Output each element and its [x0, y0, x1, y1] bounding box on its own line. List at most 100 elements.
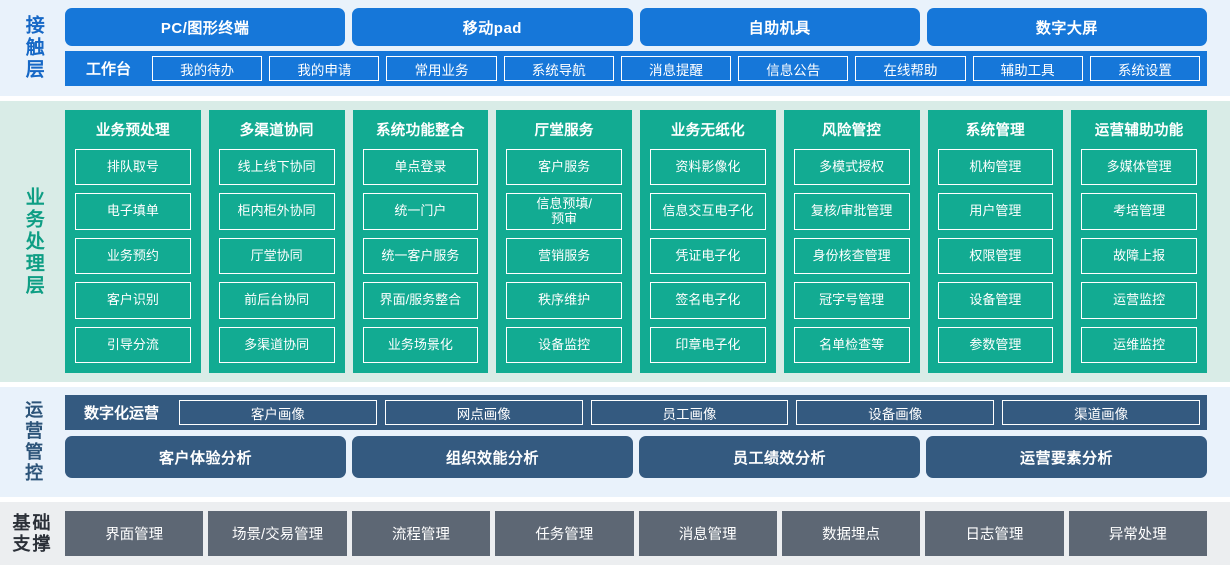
- digital-ops-title: 数字化运营: [84, 405, 160, 422]
- base-item-ui-mgmt[interactable]: 界面管理: [65, 511, 204, 556]
- biz-item-permission-mgmt[interactable]: 权限管理: [937, 237, 1054, 275]
- base-layer-band: 基础 支撑 界面管理 场景/交易管理 流程管理 任务管理 消息管理 数据埋点 日…: [0, 502, 1230, 565]
- business-layer-band: 业务处理层 业务预处理 排队取号 电子填单 业务预约 客户识别 引导分流 多渠道…: [0, 101, 1230, 382]
- business-column-lobby-service: 厅堂服务 客户服务 信息预填/ 预审 营销服务 秩序维护 设备监控: [496, 110, 632, 373]
- base-item-message-mgmt[interactable]: 消息管理: [638, 511, 777, 556]
- base-layer-label-text: 基础 支撑: [13, 513, 53, 554]
- biz-item-counter-inout-collab[interactable]: 柜内柜外协同: [218, 193, 335, 230]
- biz-item-multimedia-mgmt[interactable]: 多媒体管理: [1081, 149, 1197, 186]
- business-column-multichannel: 多渠道协同 线上线下协同 柜内柜外协同 厅堂协同 前后台协同 多渠道协同: [208, 110, 345, 373]
- business-column-items: 多模式授权 复核/审批管理 身份核查管理 冠字号管理 名单检查等: [793, 149, 910, 364]
- business-column-title: 业务预处理: [95, 123, 170, 139]
- biz-item-e-form[interactable]: 电子填单: [75, 193, 191, 230]
- analysis-ops-elements[interactable]: 运营要素分析: [926, 436, 1207, 478]
- analysis-row: 客户体验分析 组织效能分析 员工绩效分析 运营要素分析: [65, 436, 1207, 478]
- digital-ops-row: 数字化运营 客户画像 网点画像 员工画像 设备画像 渠道画像: [65, 395, 1207, 430]
- base-item-log-mgmt[interactable]: 日志管理: [925, 511, 1064, 556]
- base-item-process-mgmt[interactable]: 流程管理: [351, 511, 491, 556]
- workbench-item-announcement[interactable]: 信息公告: [738, 56, 849, 81]
- business-column-title: 风险管控: [822, 123, 882, 139]
- business-layer-label: 业务处理层: [0, 110, 65, 373]
- contact-layer-band: 接触层 PC/图形终端 移动pad 自助机具 数字大屏 工作台 我的待办 我的申…: [0, 0, 1230, 96]
- biz-item-queue-ticket[interactable]: 排队取号: [75, 149, 191, 186]
- biz-item-info-prefill-prereview[interactable]: 信息预填/ 预审: [506, 193, 622, 230]
- biz-item-device-mgmt[interactable]: 设备管理: [937, 282, 1054, 319]
- biz-item-org-mgmt[interactable]: 机构管理: [937, 149, 1054, 186]
- biz-item-operation-monitoring[interactable]: 运营监控: [1081, 282, 1197, 319]
- biz-item-info-exchange-digital[interactable]: 信息交互电子化: [650, 193, 766, 230]
- workbench-item-aux-tools[interactable]: 辅助工具: [972, 56, 1083, 81]
- biz-item-watchlist-check[interactable]: 名单检查等: [793, 326, 910, 364]
- business-column-title: 业务无纸化: [670, 123, 745, 139]
- biz-item-seal-digital[interactable]: 印章电子化: [650, 326, 766, 364]
- biz-item-parameter-mgmt[interactable]: 参数管理: [937, 326, 1054, 364]
- biz-item-unified-customer-service[interactable]: 统一客户服务: [362, 237, 479, 275]
- biz-item-marketing-service[interactable]: 营销服务: [506, 237, 622, 275]
- base-item-task-mgmt[interactable]: 任务管理: [495, 511, 634, 556]
- biz-item-review-approval-mgmt[interactable]: 复核/审批管理: [793, 193, 910, 230]
- base-layer-label: 基础 支撑: [0, 513, 65, 554]
- biz-item-business-scenario[interactable]: 业务场景化: [362, 326, 479, 364]
- business-column-system-mgmt: 系统管理 机构管理 用户管理 权限管理 设备管理 参数管理: [927, 110, 1064, 373]
- channel-pc[interactable]: PC/图形终端: [65, 8, 346, 46]
- workbench-item-my-application[interactable]: 我的申请: [269, 56, 380, 81]
- biz-item-identity-verification-mgmt[interactable]: 身份核查管理: [793, 237, 910, 275]
- business-column-items: 单点登录 统一门户 统一客户服务 界面/服务整合 业务场景化: [362, 149, 479, 364]
- business-column-items: 资料影像化 信息交互电子化 凭证电子化 签名电子化 印章电子化: [650, 149, 766, 364]
- channel-self-service[interactable]: 自助机具: [639, 8, 920, 46]
- biz-item-appointment[interactable]: 业务预约: [75, 237, 191, 275]
- business-column-items: 多媒体管理 考培管理 故障上报 运营监控 运维监控: [1081, 149, 1197, 364]
- band-gap-1: [0, 96, 1230, 101]
- workbench-item-online-help[interactable]: 在线帮助: [855, 56, 966, 81]
- base-item-exception-handling[interactable]: 异常处理: [1068, 511, 1207, 556]
- biz-item-voucher-digital[interactable]: 凭证电子化: [650, 237, 766, 275]
- biz-item-document-imaging[interactable]: 资料影像化: [650, 149, 766, 186]
- band-gap-3: [0, 497, 1230, 502]
- biz-item-maintenance-monitoring[interactable]: 运维监控: [1081, 326, 1197, 364]
- contact-layer-body: PC/图形终端 移动pad 自助机具 数字大屏 工作台 我的待办 我的申请 常用…: [65, 8, 1230, 88]
- analysis-org-efficiency[interactable]: 组织效能分析: [352, 436, 633, 478]
- biz-item-multimode-authorization[interactable]: 多模式授权: [793, 149, 910, 186]
- biz-item-customer-identify[interactable]: 客户识别: [75, 282, 191, 319]
- channel-mobile-pad[interactable]: 移动pad: [352, 8, 633, 46]
- portrait-branch[interactable]: 网点画像: [384, 400, 583, 425]
- channel-digital-screen[interactable]: 数字大屏: [926, 8, 1207, 46]
- portrait-employee[interactable]: 员工画像: [590, 400, 789, 425]
- biz-item-serial-number-mgmt[interactable]: 冠字号管理: [793, 282, 910, 319]
- business-column-title: 厅堂服务: [534, 123, 594, 139]
- biz-item-lobby-collab[interactable]: 厅堂协同: [218, 237, 335, 275]
- biz-item-guide-diversion[interactable]: 引导分流: [75, 326, 191, 364]
- biz-item-device-monitoring[interactable]: 设备监控: [506, 326, 622, 364]
- portrait-device[interactable]: 设备画像: [796, 400, 995, 425]
- analysis-employee-performance[interactable]: 员工绩效分析: [639, 436, 920, 478]
- base-item-data-tracking[interactable]: 数据埋点: [781, 511, 921, 556]
- base-item-scenario-transaction-mgmt[interactable]: 场景/交易管理: [208, 511, 347, 556]
- biz-item-customer-service[interactable]: 客户服务: [506, 149, 622, 186]
- workbench-item-system-settings[interactable]: 系统设置: [1089, 56, 1200, 81]
- biz-item-online-offline-collab[interactable]: 线上线下协同: [218, 149, 335, 186]
- base-layer-label-line2: 支撑: [12, 533, 53, 554]
- workbench-item-message-reminder[interactable]: 消息提醒: [620, 56, 732, 81]
- biz-item-training-mgmt[interactable]: 考培管理: [1081, 193, 1197, 230]
- biz-item-unified-portal[interactable]: 统一门户: [362, 193, 479, 230]
- biz-item-single-signon[interactable]: 单点登录: [362, 149, 479, 186]
- portrait-channel[interactable]: 渠道画像: [1002, 400, 1200, 425]
- business-column-system-integration: 系统功能整合 单点登录 统一门户 统一客户服务 界面/服务整合 业务场景化: [352, 110, 489, 373]
- workbench-item-system-navigation[interactable]: 系统导航: [503, 56, 614, 81]
- base-items-row: 界面管理 场景/交易管理 流程管理 任务管理 消息管理 数据埋点 日志管理 异常…: [65, 511, 1207, 556]
- biz-item-multichannel-collab[interactable]: 多渠道协同: [218, 326, 335, 364]
- business-column-paperless: 业务无纸化 资料影像化 信息交互电子化 凭证电子化 签名电子化 印章电子化: [640, 110, 776, 373]
- biz-item-front-back-collab[interactable]: 前后台协同: [218, 282, 335, 319]
- biz-item-order-maintenance[interactable]: 秩序维护: [506, 282, 622, 319]
- biz-item-user-mgmt[interactable]: 用户管理: [937, 193, 1054, 230]
- portrait-customer[interactable]: 客户画像: [179, 400, 377, 425]
- biz-item-ui-service-integration[interactable]: 界面/服务整合: [362, 282, 479, 319]
- biz-item-signature-digital[interactable]: 签名电子化: [650, 282, 766, 319]
- business-column-pretreatment: 业务预处理 排队取号 电子填单 业务预约 客户识别 引导分流: [65, 110, 201, 373]
- workbench-item-my-todo[interactable]: 我的待办: [152, 56, 263, 81]
- analysis-customer-experience[interactable]: 客户体验分析: [65, 436, 346, 478]
- workbench-item-common-business[interactable]: 常用业务: [386, 56, 497, 81]
- biz-item-fault-report[interactable]: 故障上报: [1081, 237, 1197, 275]
- ops-layer-band: 运营管控 数字化运营 客户画像 网点画像 员工画像 设备画像 渠道画像 客户体验…: [0, 387, 1230, 497]
